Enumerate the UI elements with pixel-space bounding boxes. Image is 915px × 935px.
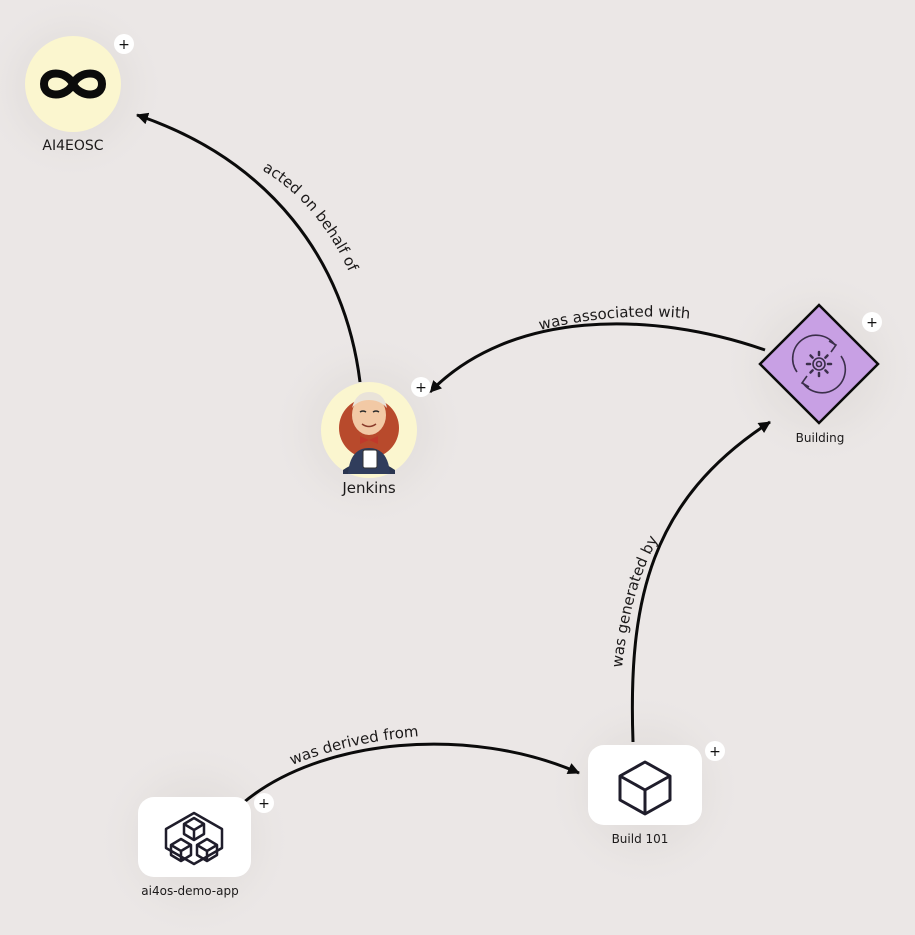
- node-ai4os-demo-app[interactable]: ai4os-demo-app: [138, 797, 251, 898]
- svg-text:+: +: [415, 380, 427, 396]
- cubes-icon: [164, 811, 224, 866]
- edges: [136, 112, 771, 805]
- ai4eosc-logo-icon: [39, 69, 107, 99]
- node-building[interactable]: Building: [758, 303, 880, 445]
- svg-text:+: +: [118, 37, 130, 53]
- edge-label-acted-on-behalf-of: acted on behalf of: [260, 158, 362, 274]
- edge-was-derived-from[interactable]: [242, 742, 580, 805]
- expand-button-jenkins[interactable]: +: [411, 377, 431, 397]
- node-label-ai4eosc: AI4EOSC: [42, 138, 103, 154]
- svg-text:+: +: [258, 796, 270, 812]
- node-label-jenkins: Jenkins: [341, 479, 396, 497]
- jenkins-butler-icon: [339, 392, 399, 474]
- node-ai4eosc[interactable]: AI4EOSC: [25, 36, 121, 154]
- edge-was-generated-by[interactable]: [630, 420, 771, 743]
- cube-icon: [618, 760, 672, 816]
- expand-button-build-101[interactable]: +: [705, 741, 725, 761]
- node-build-101[interactable]: Build 101: [588, 745, 702, 846]
- edge-acted-on-behalf-of[interactable]: [136, 112, 362, 383]
- edge-was-associated-with[interactable]: [428, 322, 766, 394]
- node-label-building: Building: [796, 431, 845, 445]
- node-label-ai4os-demo-app: ai4os-demo-app: [141, 884, 238, 898]
- gear-cycle-icon: [791, 334, 847, 394]
- node-jenkins[interactable]: Jenkins: [321, 382, 417, 497]
- svg-text:+: +: [709, 744, 721, 760]
- node-label-build-101: Build 101: [612, 832, 669, 846]
- expand-button-ai4eosc[interactable]: +: [114, 34, 134, 54]
- expand-button-ai4os-demo-app[interactable]: +: [254, 793, 274, 813]
- svg-text:+: +: [866, 315, 878, 331]
- expand-button-building[interactable]: +: [862, 312, 882, 332]
- edge-label-was-associated-with: was associated with: [537, 303, 691, 334]
